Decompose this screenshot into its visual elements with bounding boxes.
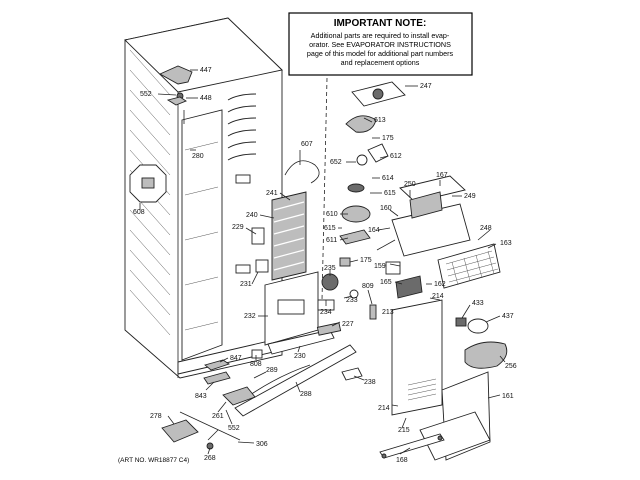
note-title: IMPORTANT NOTE: bbox=[334, 18, 427, 29]
callout-288: 288 bbox=[300, 391, 312, 398]
panel-213 bbox=[391, 299, 443, 416]
callout-448: 448 bbox=[200, 95, 212, 102]
note-line-2: orator. See EVAPORATOR INSTRUCTIONS bbox=[309, 40, 451, 49]
callout-615: 615 bbox=[384, 190, 396, 197]
callout-215: 215 bbox=[398, 427, 410, 434]
callout-289: 289 bbox=[266, 367, 278, 374]
art-number: (ART NO. WR18877 C4) bbox=[118, 457, 189, 464]
callout-552: 552 bbox=[140, 91, 152, 98]
callout-214b: 214 bbox=[378, 405, 390, 412]
callout-280: 280 bbox=[192, 153, 204, 160]
callout-165: 165 bbox=[380, 279, 392, 286]
callout-261: 261 bbox=[212, 413, 224, 420]
callout-241: 241 bbox=[266, 190, 278, 197]
callout-labels: 447 552 448 280 608 607 241 240 229 231 … bbox=[133, 67, 517, 464]
callout-306: 306 bbox=[256, 441, 268, 448]
top-hinge-parts bbox=[158, 65, 193, 124]
callout-278: 278 bbox=[150, 413, 162, 420]
callout-808: 808 bbox=[250, 361, 262, 368]
callout-160: 160 bbox=[380, 205, 392, 212]
fan-assembly bbox=[339, 81, 406, 267]
callout-175b: 175 bbox=[360, 257, 372, 264]
callout-168: 168 bbox=[396, 457, 408, 464]
bracket-parts bbox=[369, 261, 423, 320]
callout-238: 238 bbox=[364, 379, 376, 386]
callout-231: 231 bbox=[240, 281, 252, 288]
callout-607: 607 bbox=[301, 141, 313, 148]
note-line-3: page of this model for additional part n… bbox=[307, 49, 454, 58]
evaporator bbox=[251, 160, 320, 281]
callout-256: 256 bbox=[505, 363, 517, 370]
callout-433: 433 bbox=[472, 300, 484, 307]
leader-lines bbox=[139, 69, 506, 455]
callout-247: 247 bbox=[420, 83, 432, 90]
callout-552b: 552 bbox=[228, 425, 240, 432]
callout-248: 248 bbox=[480, 225, 492, 232]
callout-235: 235 bbox=[324, 265, 336, 272]
callout-230: 230 bbox=[294, 353, 306, 360]
evaporator-cover bbox=[264, 271, 319, 346]
bottom-parts bbox=[161, 386, 256, 450]
grille-248 bbox=[437, 243, 501, 289]
callout-615b: 615 bbox=[324, 225, 336, 232]
callout-268: 268 bbox=[204, 455, 216, 462]
callout-608: 608 bbox=[133, 209, 145, 216]
callout-437: 437 bbox=[502, 313, 514, 320]
callout-847: 847 bbox=[230, 355, 242, 362]
callout-162: 162 bbox=[434, 281, 446, 288]
callout-250: 250 bbox=[404, 181, 416, 188]
callout-249: 249 bbox=[464, 193, 476, 200]
callout-167: 167 bbox=[436, 172, 448, 179]
callout-163: 163 bbox=[500, 240, 512, 247]
detail-608 bbox=[129, 164, 167, 203]
important-note: IMPORTANT NOTE: Additional parts are req… bbox=[288, 12, 473, 76]
callout-227: 227 bbox=[342, 321, 354, 328]
callout-610: 610 bbox=[326, 211, 338, 218]
callout-233: 233 bbox=[346, 297, 358, 304]
callout-843: 843 bbox=[195, 393, 207, 400]
callout-229: 229 bbox=[232, 224, 244, 231]
duct-288 bbox=[234, 344, 357, 417]
panel-161 bbox=[419, 371, 491, 461]
callout-213: 213 bbox=[382, 309, 394, 316]
callout-613: 613 bbox=[374, 117, 386, 124]
dashed-guide-line bbox=[321, 77, 328, 301]
callout-164: 164 bbox=[368, 227, 380, 234]
callout-612: 612 bbox=[390, 153, 402, 160]
callout-614: 614 bbox=[382, 175, 394, 182]
callout-159: 159 bbox=[374, 263, 386, 270]
callout-447: 447 bbox=[200, 67, 212, 74]
note-line-1: Additional parts are required to install… bbox=[311, 31, 450, 40]
note-line-4: and replacement options bbox=[341, 58, 420, 67]
damper-parts bbox=[317, 273, 359, 311]
housing-assembly bbox=[376, 175, 471, 257]
callout-232: 232 bbox=[244, 313, 256, 320]
rail-168 bbox=[379, 433, 445, 459]
callout-175: 175 bbox=[382, 135, 394, 142]
callout-611: 611 bbox=[326, 237, 337, 244]
callout-234: 234 bbox=[320, 309, 332, 316]
channel-230 bbox=[267, 329, 335, 355]
callout-652: 652 bbox=[330, 159, 342, 166]
cabinet bbox=[124, 17, 283, 379]
callout-161: 161 bbox=[502, 393, 514, 400]
light-parts bbox=[455, 317, 508, 369]
callout-240: 240 bbox=[246, 212, 258, 219]
callout-214: 214 bbox=[432, 293, 444, 300]
callout-809: 809 bbox=[362, 283, 374, 290]
